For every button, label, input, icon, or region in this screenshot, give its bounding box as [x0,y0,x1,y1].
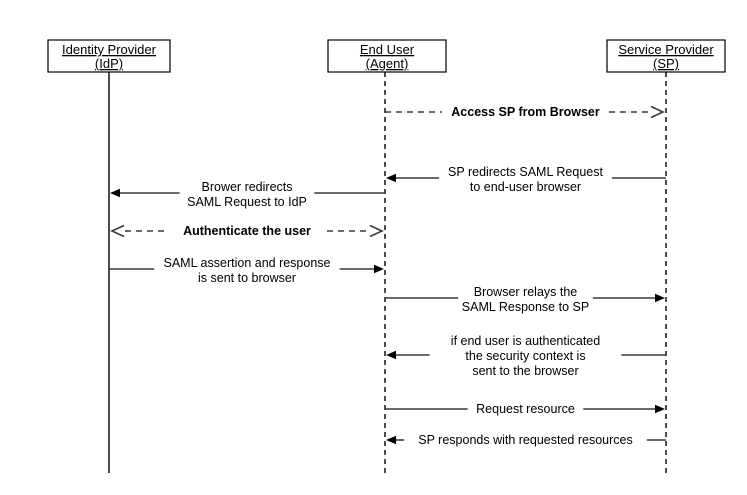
message-label-line: Browser relays the [474,285,578,299]
message-label-line: Brower redirects [202,180,293,194]
actor-box-rect [606,39,726,73]
arrowhead-left [110,188,120,198]
actor-box-rect [327,39,447,73]
message-label-line: SAML Response to SP [462,300,589,314]
actor-box-rect [47,39,171,73]
actor-name-line-2: (Agent) [366,56,409,71]
message-label-line: is sent to browser [198,271,296,285]
arrowhead-left [386,173,396,183]
actor-name-line-2: (IdP) [95,56,123,71]
message-request-resource[interactable]: Request resource [385,402,665,416]
arrowhead-right [655,404,665,414]
message-label-line: to end-user browser [470,180,581,194]
actor-box-sp[interactable]: Service Provider(SP) [606,39,726,73]
message-label-line: sent to the browser [472,364,578,378]
arrowhead-left [386,435,396,445]
message-label-line: SAML assertion and response [164,256,331,270]
arrowhead-right [369,224,384,238]
message-label-line: if end user is authenticated [451,334,600,348]
actor-name-line-2: (SP) [653,56,679,71]
arrowhead-left [110,224,125,238]
arrowhead-left [386,350,396,360]
arrowhead-right [650,105,665,119]
actors-layer: Identity Provider(IdP) End User(Agent) Ser… [47,39,726,73]
actor-box-idp[interactable]: Identity Provider(IdP) [47,39,171,73]
lifelines-layer [108,72,667,473]
actor-box-enduser[interactable]: End User(Agent) [327,39,447,73]
arrowhead-right [374,264,384,274]
actor-name-line-1: End User [360,42,415,57]
message-label-line: SAML Request to IdP [187,195,307,209]
message-authenticate-the-user[interactable]: Authenticate the user [110,224,384,238]
messages-layer: Access SP from Browser SP redirects SAML … [109,105,666,447]
arrowhead-right [655,293,665,303]
message-label-line: the security context is [465,349,585,363]
message-label-line: Request resource [476,402,575,416]
message-label-line: SP redirects SAML Request [448,165,603,179]
message-sp-responds-with-requested-resources[interactable]: SP responds with requested resources [386,433,666,447]
actor-name-line-1: Identity Provider [62,42,157,57]
message-label-line: Authenticate the user [183,224,311,238]
actor-name-line-1: Service Provider [618,42,714,57]
message-access-sp-from-browser[interactable]: Access SP from Browser [385,105,665,119]
message-label-line: Access SP from Browser [451,105,600,119]
message-label-line: SP responds with requested resources [418,433,632,447]
